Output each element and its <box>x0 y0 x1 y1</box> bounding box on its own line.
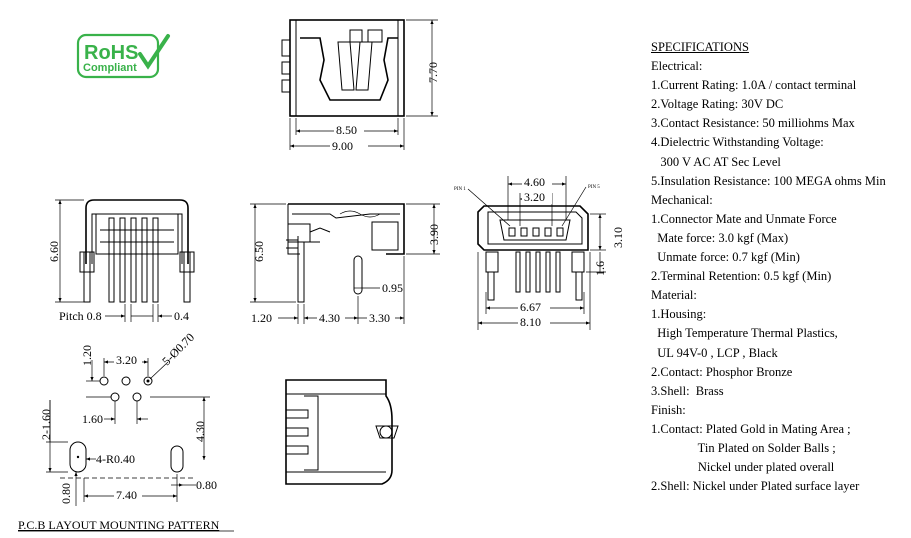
pcb-dim-740: 7.40 <box>116 488 137 502</box>
spec-line: Material: <box>651 288 697 303</box>
front-dim-height: 6.60 <box>47 241 61 262</box>
specifications-list: Electrical: 1.Current Rating: 1.0A / cont… <box>651 57 911 496</box>
pcb-dim-160h: 1.60 <box>82 412 103 426</box>
spec-line: 2.Voltage Rating: 30V DC <box>651 97 784 112</box>
top-dim-height: 7.70 <box>426 62 440 83</box>
spec-line: 2.Contact: Phosphor Bronze <box>651 364 793 379</box>
rohs-logo-line2: Compliant <box>83 62 137 74</box>
spec-line: High Temperature Thermal Plastics, <box>651 326 838 341</box>
spec-line: Electrical: <box>651 59 703 74</box>
mating-dim-top: 4.60 <box>524 175 545 189</box>
mount-slot-right <box>170 445 184 473</box>
mating-dim-bottom: 8.10 <box>520 315 541 329</box>
pcb-layout: 1.20 3.20 5-Ø0.70 1.60 4.30 2-1.60 4-R0.… <box>18 330 234 532</box>
pcb-dim-holes: 5-Ø0.70 <box>159 330 197 368</box>
front-pitch-label: Pitch 0.8 <box>59 309 102 323</box>
spec-line: Nickel under plated overall <box>651 460 835 475</box>
spec-line: 1.Housing: <box>651 307 707 322</box>
spec-line: 1.Connector Mate and Unmate Force <box>651 211 837 226</box>
bottom-side-view <box>285 379 399 485</box>
spec-line: 2.Shell: Nickel under Plated surface lay… <box>651 479 860 494</box>
specifications-panel: SPECIFICATIONS Electrical: 1.Current Rati… <box>651 38 911 496</box>
spec-line: UL 94V-0 , LCP , Black <box>651 345 778 360</box>
top-dim-inner: 8.50 <box>336 123 357 137</box>
spec-line: 1.Contact: Plated Gold in Mating Area ; <box>651 421 851 436</box>
mating-dim-small: 1.6 <box>593 261 607 276</box>
pin1-label: PIN 1 <box>454 187 466 192</box>
pcb-dim-320: 3.20 <box>116 353 137 367</box>
side-dim-a: 1.20 <box>251 311 272 325</box>
pcb-dim-430: 4.30 <box>193 421 207 442</box>
via-holes <box>99 376 153 402</box>
spec-line: 3.Contact Resistance: 50 milliohms Max <box>651 116 855 131</box>
spec-line: 5.Insulation Resistance: 100 MEGA ohms M… <box>651 173 886 188</box>
contact-row <box>508 227 564 237</box>
spec-line: 1.Current Rating: 1.0A / contact termina… <box>651 78 857 93</box>
spec-line: 3.Shell: Brass <box>651 383 724 398</box>
top-view: 8.50 9.00 7.70 <box>281 19 440 153</box>
top-dim-outer: 9.00 <box>332 139 353 153</box>
pcb-dim-080h: 0.80 <box>196 478 217 492</box>
mating-dim-right: 3.10 <box>611 227 625 248</box>
side-dim-b: 4.30 <box>319 311 340 325</box>
spec-line: 4.Dielectric Withstanding Voltage: <box>651 135 824 150</box>
front-pin-width: 0.4 <box>174 309 189 323</box>
pcb-title: P.C.B LAYOUT MOUNTING PATTERN <box>18 518 220 532</box>
side-dim-height: 6.50 <box>252 241 266 262</box>
mount-slot-left <box>69 441 87 473</box>
spec-line: 300 V AC AT Sec Level <box>651 154 781 169</box>
side-view: 6.50 3.90 0.95 1.20 4.30 3.30 <box>250 203 441 325</box>
spec-line: Finish: <box>651 402 686 417</box>
spec-line: Mate force: 3.0 kgf (Max) <box>651 230 789 245</box>
pcb-dim-r040: 4-R0.40 <box>96 452 135 466</box>
pcb-dim-2160: 2-1.60 <box>39 409 53 440</box>
side-dim-pin: 0.95 <box>382 281 403 295</box>
front-view: 6.60 Pitch 0.8 0.4 <box>47 199 195 323</box>
pin-group <box>108 217 159 303</box>
spec-line: Tin Plated on Solder Balls ; <box>651 440 836 455</box>
specifications-title: SPECIFICATIONS <box>651 40 749 54</box>
mating-dim-mid: 6.67 <box>520 300 541 314</box>
mating-view: PIN 1 PIN 5 4.60 3.20 3.10 1.6 6.67 8.10 <box>454 175 625 330</box>
pcb-dim-120: 1.20 <box>80 345 94 366</box>
spec-line: Mechanical: <box>651 192 713 207</box>
side-dim-shell: 3.90 <box>427 224 441 245</box>
side-dim-c: 3.30 <box>369 311 390 325</box>
pin5-label: PIN 5 <box>588 185 600 190</box>
checkmark-icon <box>138 34 170 70</box>
pcb-dim-080v: 0.80 <box>59 483 73 504</box>
rohs-logo: RoHS Compliant <box>76 33 170 79</box>
rohs-logo-line1: RoHS <box>84 42 138 64</box>
spec-line: 2.Terminal Retention: 0.5 kgf (Min) <box>651 269 832 284</box>
mating-dim-inner: 3.20 <box>524 190 545 204</box>
spec-line: Unmate force: 0.7 kgf (Min) <box>651 250 800 265</box>
